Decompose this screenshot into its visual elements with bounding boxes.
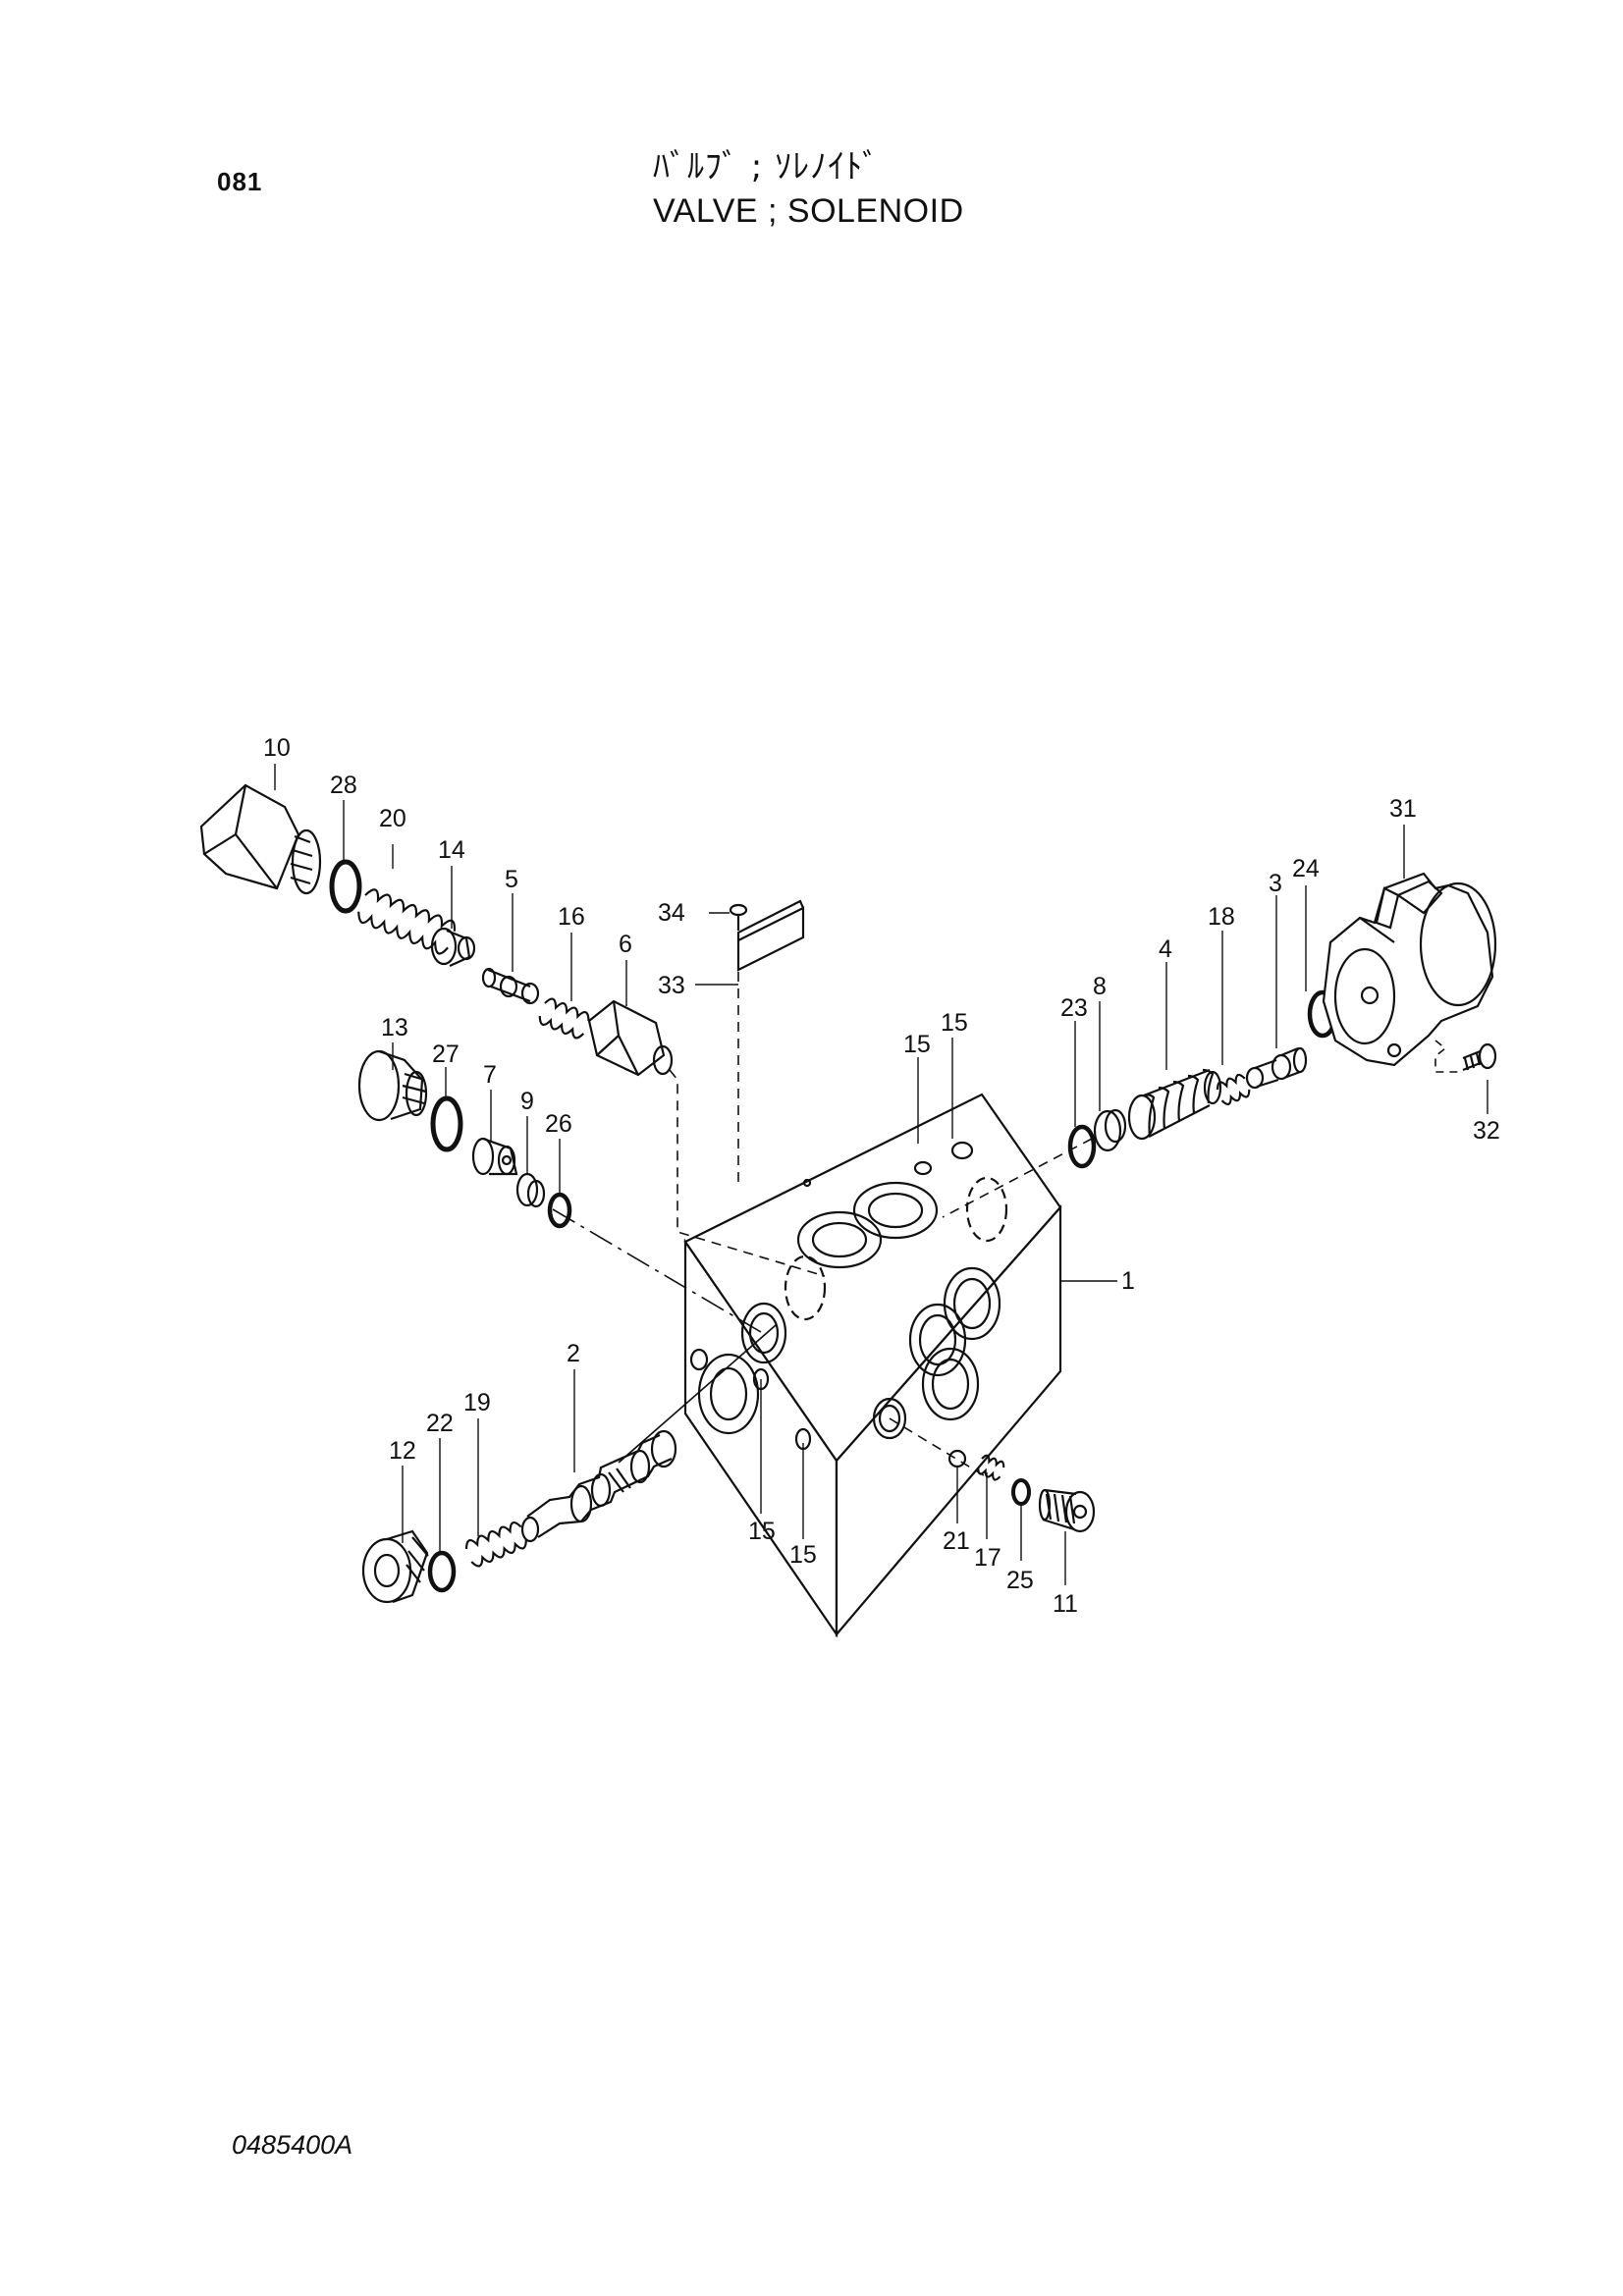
part-11-plug xyxy=(1038,1488,1096,1533)
part-8-ring xyxy=(1093,1108,1127,1152)
part-18-spring xyxy=(1216,1073,1251,1106)
part-3-piston xyxy=(1245,1046,1308,1090)
part-26-o-ring xyxy=(547,1192,572,1229)
callout-2: 2 xyxy=(567,1340,580,1367)
part-23-o-ring xyxy=(1067,1124,1097,1169)
callout-11: 11 xyxy=(1053,1590,1078,1618)
part-34-screw xyxy=(729,903,748,931)
callout-15-top-a: 15 xyxy=(903,1031,931,1058)
part-2-spool xyxy=(520,1429,677,1543)
part-9-ring xyxy=(515,1172,546,1208)
callout-19: 19 xyxy=(463,1389,491,1416)
part-14-plug xyxy=(430,927,476,968)
part-5-poppet xyxy=(481,967,540,1005)
part-7-seat xyxy=(471,1137,518,1176)
callout-5: 5 xyxy=(505,866,518,893)
part-12-plug xyxy=(361,1529,429,1604)
part-22-o-ring xyxy=(427,1550,457,1593)
callout-6: 6 xyxy=(619,931,632,958)
callout-32: 32 xyxy=(1473,1117,1500,1145)
callout-34: 34 xyxy=(658,899,685,927)
callout-22: 22 xyxy=(426,1410,454,1437)
page-number: 081 xyxy=(217,167,263,196)
part-28-o-ring xyxy=(329,859,362,914)
callout-13: 13 xyxy=(381,1014,408,1041)
callout-15-bottom-a: 15 xyxy=(748,1518,776,1545)
callout-26: 26 xyxy=(545,1110,572,1138)
callout-33: 33 xyxy=(658,972,685,999)
callouts: 10 28 20 14 5 16 6 34 33 13 27 7 9 26 15… xyxy=(263,734,1500,1618)
part-27-o-ring xyxy=(430,1095,463,1152)
callout-27: 27 xyxy=(432,1041,460,1068)
part-16-spring xyxy=(538,997,590,1040)
callout-21: 21 xyxy=(943,1527,970,1555)
callout-4: 4 xyxy=(1159,935,1172,963)
callout-23: 23 xyxy=(1060,994,1088,1022)
title-english: VALVE ; SOLENOID xyxy=(653,192,964,230)
callout-25: 25 xyxy=(1006,1567,1034,1594)
callout-10: 10 xyxy=(263,734,291,762)
callout-7: 7 xyxy=(483,1061,497,1089)
assembly-guide-lines xyxy=(552,972,1458,1478)
callout-15-top-b: 15 xyxy=(941,1009,968,1037)
part-33-nameplate xyxy=(736,899,805,972)
document-code: 0485400A xyxy=(232,2130,353,2160)
valve-block-part-1 xyxy=(683,1093,1062,1638)
part-31-solenoid xyxy=(1322,872,1497,1067)
part-20-spring xyxy=(357,888,457,955)
part-10-plug-nut xyxy=(199,783,322,895)
callout-14: 14 xyxy=(438,836,465,864)
callout-18: 18 xyxy=(1208,903,1235,931)
callout-31: 31 xyxy=(1389,795,1417,823)
callout-17: 17 xyxy=(974,1544,1001,1572)
callout-9: 9 xyxy=(520,1088,534,1115)
part-32-screw xyxy=(1462,1042,1497,1072)
callout-28: 28 xyxy=(330,772,357,799)
callout-24: 24 xyxy=(1292,855,1320,882)
part-6-sleeve xyxy=(587,999,674,1077)
part-13-plug xyxy=(357,1049,428,1122)
leader-lines xyxy=(274,764,1488,1585)
callout-15-bottom-b: 15 xyxy=(789,1541,817,1569)
part-25-o-ring xyxy=(1011,1478,1031,1506)
title-japanese: ﾊﾞﾙﾌﾞ ; ｿﾚﾉｲﾄﾞ xyxy=(653,147,881,187)
callout-3: 3 xyxy=(1269,870,1282,897)
part-4-spool-coil xyxy=(1127,1068,1222,1141)
callout-1: 1 xyxy=(1121,1267,1135,1295)
callout-8: 8 xyxy=(1093,973,1107,1000)
callout-16: 16 xyxy=(558,903,585,931)
part-19-spring xyxy=(464,1522,527,1568)
callout-20: 20 xyxy=(379,805,406,832)
callout-12: 12 xyxy=(389,1437,416,1465)
